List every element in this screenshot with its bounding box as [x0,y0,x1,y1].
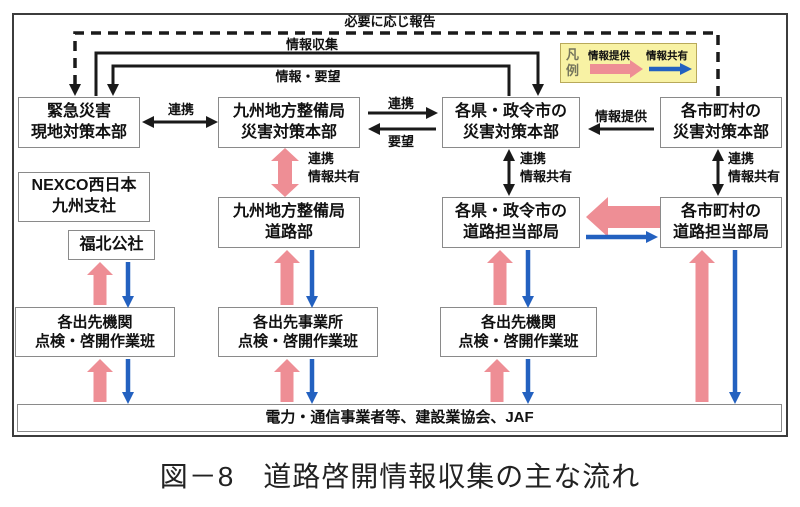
box-label: 九州支社 [51,198,116,215]
box-fukuhoku-kosha: 福北公社 [68,230,155,260]
box-label: 道路担当部局 [462,223,559,241]
box-label: 災害対策本部 [462,123,559,141]
box-label: 道路部 [264,223,313,241]
box-pref-city-road-dept: 各県・政令市の 道路担当部局 [442,197,580,248]
box-label: 各出先機関 [480,313,556,331]
legend-box: 凡例 情報提供 情報共有 [560,43,697,83]
box-field-offices-left: 各出先機関 点検・啓開作業班 [15,307,175,357]
box-pref-city-disaster-hq: 各県・政令市の 災害対策本部 [442,97,580,148]
box-label: 各出先機関 [57,313,133,331]
legend-share-label: 情報共有 [646,50,688,62]
box-label: 道路担当部局 [672,223,769,241]
box-label: 各県・政令市の [454,102,567,120]
label-joho-teikyo: 情報提供 [594,109,648,124]
box-label: 災害対策本部 [240,123,337,141]
label-report-as-needed: 必要に応じ報告 [344,14,436,29]
box-label: 福北公社 [79,235,144,253]
label-renkei-hq1: 連携 [167,102,195,117]
box-utilities-jaf: 電力・通信事業者等、建設業協会、JAF [17,404,782,432]
box-label: 点検・啓開作業班 [237,333,358,350]
label-kyoyu-col4: 情報共有 [728,169,781,184]
label-kyoyu-col2: 情報共有 [308,169,361,184]
label-renkei-hq2: 連携 [387,96,415,111]
box-field-offices-center: 各出先事業所 点検・啓開作業班 [218,307,378,357]
label-renkei-col4: 連携 [728,151,755,166]
box-label: 各市町村の [680,102,761,120]
label-renkei-col2: 連携 [308,151,335,166]
box-municipal-road-dept: 各市町村の 道路担当部局 [660,197,782,248]
figure-caption: 図－8 道路啓開情報収集の主な流れ [159,461,641,492]
box-label: 各県・政令市の [454,202,567,220]
box-label: 点検・啓開作業班 [34,333,155,350]
legend-title: 凡例 [566,47,580,79]
label-renkei-col3: 連携 [520,151,547,166]
box-label: 九州地方整備局 [232,102,345,120]
label-info-request: 情報・要望 [275,69,341,84]
box-municipal-disaster-hq: 各市町村の 災害対策本部 [660,97,782,148]
label-info-collection: 情報収集 [285,37,339,52]
box-nexco-west-kyushu: NEXCO西日本 九州支社 [18,172,150,222]
box-label: 災害対策本部 [672,123,769,141]
box-label: 九州地方整備局 [232,202,345,220]
box-label: 点検・啓開作業班 [458,333,579,350]
legend-provide-label: 情報提供 [588,50,630,62]
box-kyushu-bureau-disaster-hq: 九州地方整備局 災害対策本部 [218,97,360,148]
box-emergency-onsite-hq: 緊急災害 現地対策本部 [18,97,140,148]
box-label: 電力・通信事業者等、建設業協会、JAF [265,409,534,427]
box-label: 各出先事業所 [252,313,343,331]
label-yobo: 要望 [387,134,415,149]
box-label: 緊急災害 [46,102,111,120]
box-label: NEXCO西日本 [31,177,137,195]
box-kyushu-bureau-road-dept: 九州地方整備局 道路部 [218,197,360,248]
box-label: 各市町村の [680,202,761,220]
box-field-offices-right: 各出先機関 点検・啓開作業班 [440,307,597,357]
label-kyoyu-col3: 情報共有 [520,169,573,184]
box-label: 現地対策本部 [30,123,127,141]
